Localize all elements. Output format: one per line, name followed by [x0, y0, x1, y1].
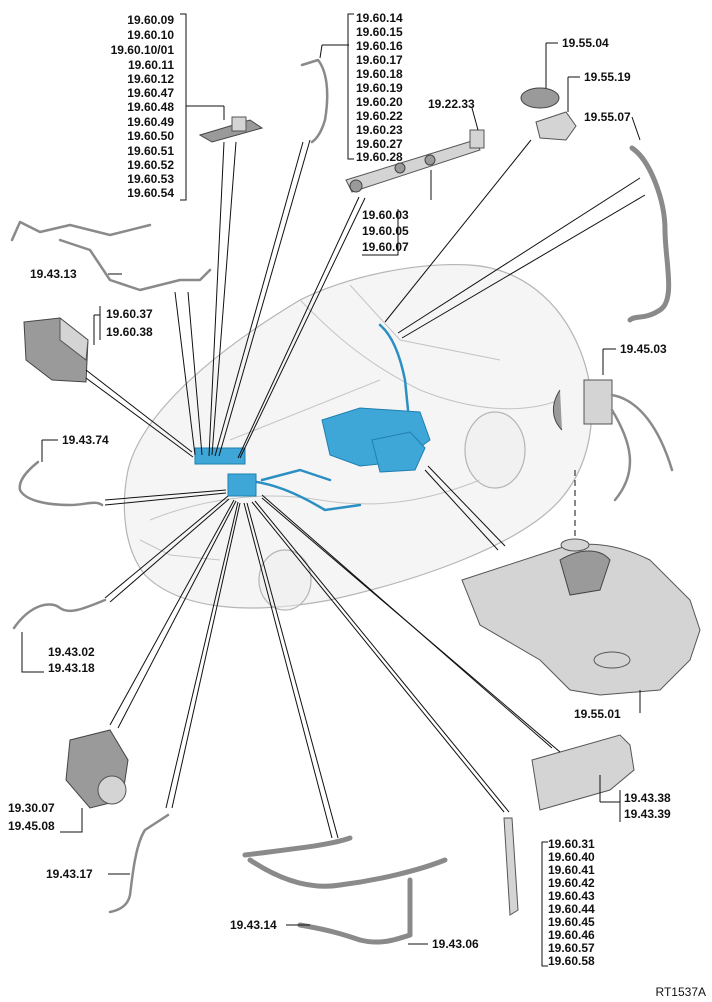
part-number: 19.60.16 [356, 39, 403, 53]
part-number: 19.60.40 [548, 850, 595, 864]
part-number: 19.60.23 [356, 123, 403, 137]
part-number: 19.60.27 [356, 137, 403, 151]
label-pipe-bottom-left: 19.43.17 [46, 867, 93, 881]
part-number: 19.60.50 [127, 129, 174, 143]
leader-lines [21, 42, 646, 945]
label-fuel-tank: 19.55.01 [574, 707, 621, 721]
label-sender-unit: 19.45.03 [620, 342, 667, 356]
part-number: 19.60.14 [356, 11, 403, 25]
part-number: 19.60.37 [106, 307, 153, 321]
label-pipe-bottom-b: 19.43.06 [432, 937, 479, 951]
drawing-reference: RT1537A [656, 985, 706, 999]
part-number: 19.60.10 [127, 28, 174, 42]
label-filler-neck: 19.55.07 [584, 110, 631, 124]
label-harness-top: 19.43.13 [30, 267, 77, 281]
high-pressure-pipe-top [300, 58, 329, 144]
high-pressure-pump-part [65, 729, 129, 809]
part-number: 19.60.20 [356, 95, 403, 109]
part-number: 19.60.57 [548, 941, 595, 955]
fuel-sender-unit-part [553, 379, 674, 502]
glow-plug-part [503, 817, 519, 916]
part-number: 19.43.02 [48, 645, 95, 659]
glowplug-group-labels: 19.60.31 19.60.40 19.60.41 19.60.42 19.6… [548, 837, 595, 968]
part-number: 19.60.49 [127, 115, 174, 129]
part-number: 19.60.41 [548, 863, 595, 877]
part-number: 19.60.58 [548, 954, 595, 968]
rail-group-labels: 19.60.03 19.60.05 19.60.07 [362, 208, 409, 254]
hose-low-group-labels: 19.43.02 19.43.18 [48, 645, 95, 675]
part-number: 19.60.12 [127, 72, 174, 86]
part-number: 19.60.15 [356, 25, 403, 39]
part-number: 19.60.11 [128, 58, 174, 72]
label-filler-cap: 19.55.04 [562, 36, 609, 50]
label-filler-housing: 19.55.19 [584, 70, 631, 84]
fuel-pipe-left [18, 460, 104, 507]
part-number: 19.60.46 [548, 928, 595, 942]
part-number: 19.43.39 [624, 807, 671, 821]
part-number: 19.60.48 [127, 100, 174, 114]
part-number: 19.60.28 [356, 150, 403, 164]
label-brackets [21, 13, 621, 967]
part-number: 19.30.07 [8, 801, 55, 815]
part-number: 19.60.31 [548, 837, 595, 851]
part-number: 19.60.54 [127, 186, 174, 200]
label-pipe-left: 19.43.74 [62, 433, 109, 447]
heat-shield-part [531, 734, 635, 811]
pump-group-labels: 19.30.07 19.45.08 [8, 801, 55, 833]
part-number: 19.60.44 [548, 902, 595, 916]
module-group-labels: 19.60.37 19.60.38 [106, 307, 153, 339]
shield-group-labels: 19.43.38 19.43.39 [624, 791, 671, 821]
part-number: 19.45.08 [8, 819, 55, 833]
filler-cap-part [520, 87, 560, 109]
label-rail-sensor: 19.22.33 [428, 97, 475, 111]
fuel-hose-lower-left [12, 598, 107, 630]
pipe-top-group-labels: 19.60.14 19.60.15 19.60.16 19.60.17 19.6… [356, 11, 403, 164]
part-number: 19.60.09 [127, 13, 174, 27]
part-number: 19.60.47 [127, 86, 174, 100]
fuel-pipe-bottom-b [297, 877, 413, 945]
fuel-pipe-bottom-a [242, 835, 448, 889]
injector-group-labels: 19.60.09 19.60.10 19.60.10/01 19.60.11 1… [111, 13, 175, 200]
part-number: 19.60.22 [356, 109, 403, 123]
fuel-tank-part [461, 538, 701, 696]
label-pipe-bottom-a: 19.43.14 [230, 918, 277, 932]
part-number: 19.43.38 [624, 791, 671, 805]
part-number: 19.60.05 [362, 224, 409, 238]
part-number: 19.43.18 [48, 661, 95, 675]
filler-neck-part [627, 145, 672, 323]
part-number: 19.60.42 [548, 876, 595, 890]
wiring-harness-top [10, 220, 212, 292]
part-number: 19.60.43 [548, 889, 595, 903]
electronic-module-part [23, 316, 89, 383]
filler-housing-part [535, 111, 577, 141]
fuel-injector-part [198, 116, 264, 143]
part-number: 19.60.03 [362, 208, 409, 222]
part-number: 19.60.52 [127, 158, 174, 172]
part-number: 19.60.38 [106, 325, 153, 339]
part-number: 19.60.17 [356, 53, 403, 67]
fuel-pipe-bottom-left [108, 813, 170, 914]
part-number: 19.60.10/01 [111, 43, 175, 57]
fuel-system-highlight [194, 323, 431, 512]
part-number: 19.60.07 [362, 240, 409, 254]
part-number: 19.60.18 [356, 67, 403, 81]
fuel-rail-part [345, 129, 485, 193]
part-number: 19.60.45 [548, 915, 595, 929]
part-number: 19.60.19 [356, 81, 403, 95]
part-number: 19.60.53 [127, 172, 174, 186]
part-number: 19.60.51 [127, 144, 174, 158]
